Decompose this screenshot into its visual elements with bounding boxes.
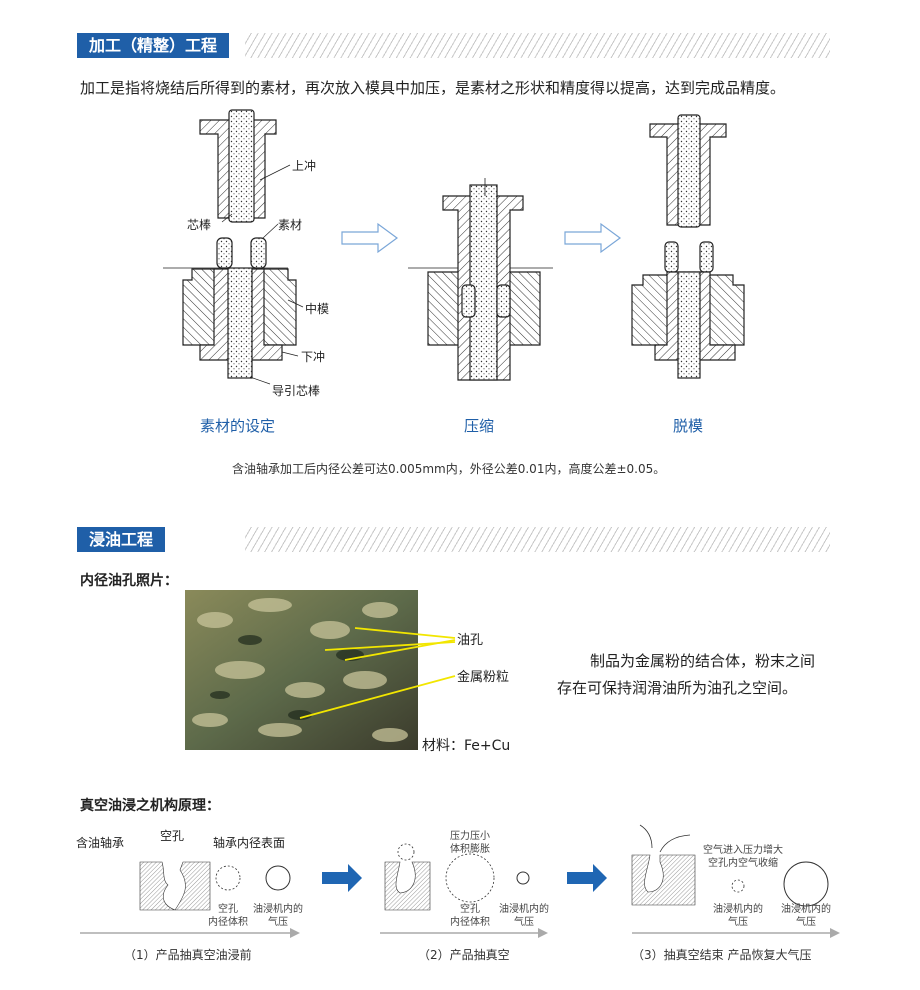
step-caption-setting: 素材的设定: [200, 417, 276, 435]
label-surface: 轴承内径表面: [213, 836, 286, 850]
label-core-rod: 芯棒: [187, 218, 212, 232]
text-line: 空气进入压力增大: [703, 845, 783, 856]
stage1-diagram: [80, 861, 300, 938]
arrow-right-icon: [341, 222, 399, 254]
text-line: 气压: [514, 917, 534, 928]
stage3-caption: （3）抽真空结束 产品恢复大气压: [632, 948, 812, 962]
text-line: 压力压小: [450, 831, 490, 842]
arrow-right-icon: [322, 864, 362, 892]
stage1-caption: （1）产品抽真空油浸前: [124, 948, 252, 962]
stage3-diagram: [631, 824, 840, 938]
label-void: 空孔: [160, 829, 185, 843]
material-label: 材料：Fe+Cu: [422, 738, 511, 754]
stage3-void-pressure: 油浸机内的气压: [710, 903, 766, 929]
intro-text: 加工是指将烧结后所得到的素材，再次放入模具中加压，是素材之形状和精度得以提高，达…: [80, 79, 786, 97]
label-bearing: 含油轴承: [76, 836, 125, 850]
step-caption-compression: 压缩: [464, 417, 495, 435]
label-material: 素材: [278, 218, 303, 232]
label-lower-punch: 下冲: [301, 350, 326, 364]
demolding-diagram: [631, 114, 745, 379]
text-line: 油浸机内的: [499, 904, 549, 915]
stage1-void-volume: 空孔内径体积: [208, 903, 248, 929]
label-oil-hole: 油孔: [457, 633, 484, 648]
description-line-2: 存在可保持润滑油所为油孔之空间。: [557, 679, 798, 697]
label-middle-die: 中模: [305, 302, 330, 316]
mechanism-heading: 真空油浸之机构原理：: [80, 798, 220, 814]
setting-diagram: [163, 109, 297, 379]
text-line: 气压: [796, 917, 816, 928]
description-line-1: 制品为金属粉的结合体，粉末之间: [590, 652, 816, 670]
arrow-right-icon: [564, 222, 622, 254]
stage2-machine-pressure: 油浸机内的气压: [496, 903, 552, 929]
text-line: 内径体积: [450, 917, 490, 928]
text-line: 空孔内空气收缩: [708, 858, 778, 869]
header-divider: [245, 33, 830, 58]
text-line: 气压: [728, 917, 748, 928]
label-upper-punch: 上冲: [292, 159, 317, 173]
stage2-diagram: [380, 843, 548, 938]
text-line: 空孔: [218, 904, 238, 915]
text-line: 气压: [268, 917, 288, 928]
tolerance-note: 含油轴承加工后内径公差可达0.005mm内，外径公差0.01内，高度公差±0.0…: [232, 462, 666, 476]
oil-hole-photo: [185, 590, 456, 750]
stage2-caption: （2）产品抽真空: [418, 948, 510, 962]
header-divider: [245, 527, 830, 552]
photo-heading: 内径油孔照片：: [80, 573, 178, 589]
label-metal-powder: 金属粉粒: [457, 670, 510, 685]
text-line: 油浸机内的: [253, 904, 303, 915]
text-line: 内径体积: [208, 917, 248, 928]
section-header-oil-impregnation: 浸油工程: [77, 527, 166, 552]
arrow-right-icon: [567, 864, 607, 892]
text-line: 油浸机内的: [781, 904, 831, 915]
text-line: 体积膨胀: [450, 844, 490, 855]
text-line: 空孔: [460, 904, 480, 915]
section-header-finishing: 加工（精整）工程: [77, 33, 230, 58]
stage3-note: 空气进入压力增大空孔内空气收缩: [698, 844, 788, 870]
compression-diagram: [408, 178, 553, 381]
label-guide-core: 导引芯棒: [272, 384, 321, 398]
text-line: 油浸机内的: [713, 904, 763, 915]
stage1-machine-pressure: 油浸机内的气压: [250, 903, 306, 929]
stage2-void-volume: 空孔内径体积: [448, 903, 492, 929]
stage3-machine-pressure: 油浸机内的气压: [778, 903, 834, 929]
step-caption-demolding: 脱模: [673, 417, 704, 435]
stage2-note: 压力压小体积膨胀: [445, 830, 495, 856]
